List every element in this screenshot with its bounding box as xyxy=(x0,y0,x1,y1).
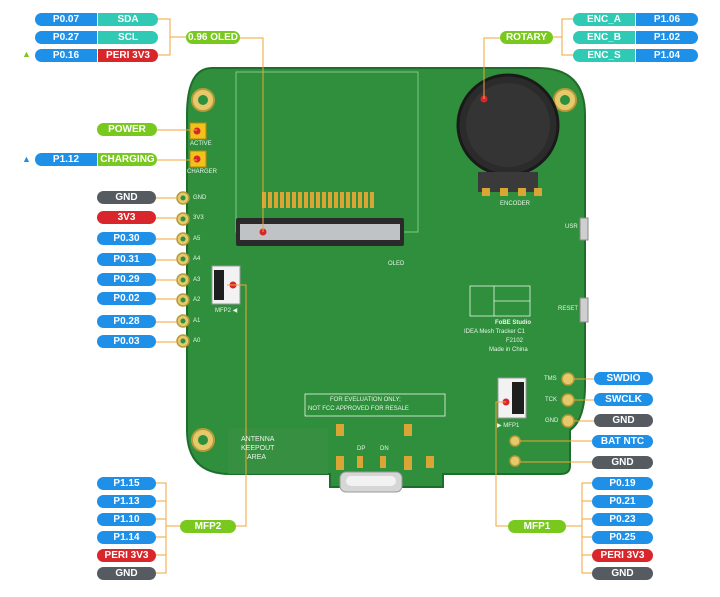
gnd-label: GND xyxy=(594,414,653,427)
func-label: SDA xyxy=(98,13,158,26)
silk-encoder: ENCODER xyxy=(500,201,531,207)
mfp2-pin: P1.10 xyxy=(97,513,156,526)
silk-brand: FoBE Studio xyxy=(495,320,531,326)
silk-origin: Made in China xyxy=(489,347,528,353)
func-label: ENC_B xyxy=(573,31,635,44)
silk-antenna-3: AREA xyxy=(247,454,267,461)
gnd-label: GND xyxy=(592,456,653,469)
mfp1-label: MFP1 xyxy=(508,520,566,533)
silk-header-pin: A0 xyxy=(193,338,201,344)
header-pin-label: P0.03 xyxy=(97,335,156,348)
mfp1-pin: GND xyxy=(592,567,653,580)
silk-header-pin: GND xyxy=(193,195,207,201)
silk-oled: OLED xyxy=(388,261,405,267)
header-pin-label: P0.02 xyxy=(97,292,156,305)
silk-notice-1: FOR EVELUATION ONLY; xyxy=(330,397,401,403)
mfp1-pin: P0.21 xyxy=(592,495,653,508)
swdio-label: SWDIO xyxy=(594,372,653,385)
pin-label: P1.04 xyxy=(636,49,698,62)
pin-label: P0.07 xyxy=(35,13,97,26)
pin-label: P1.06 xyxy=(636,13,698,26)
silk-gnd: GND xyxy=(545,418,559,424)
silk-header-pin: 3V3 xyxy=(193,215,204,221)
mfp2-pin: P1.13 xyxy=(97,495,156,508)
silk-tms: TMS xyxy=(544,376,557,382)
header-pin-label: P0.29 xyxy=(97,273,156,286)
header-pin-label: P0.30 xyxy=(97,232,156,245)
silk-active: ACTIVE xyxy=(190,141,212,147)
bat-ntc-label: BAT NTC xyxy=(592,435,653,448)
header-pin-label: 3V3 xyxy=(97,211,156,224)
silk-mfp1: ▶ MFP1 xyxy=(497,423,520,429)
silk-header-pin: A1 xyxy=(193,318,201,324)
swclk-label: SWCLK xyxy=(594,393,653,406)
header-pin-label: P0.28 xyxy=(97,315,156,328)
func-label: ENC_S xyxy=(573,49,635,62)
pin-label: P0.27 xyxy=(35,31,97,44)
silk-antenna-2: KEEPOUT xyxy=(241,445,275,452)
silk-dn: DN xyxy=(380,446,389,452)
rotary-label: ROTARY xyxy=(500,31,553,44)
silk-header-pin: A3 xyxy=(193,277,201,283)
mfp2-pin: P1.15 xyxy=(97,477,156,490)
mfp2-pin: PERI 3V3 xyxy=(97,549,156,562)
pin-label: P1.12 xyxy=(35,153,97,166)
pin-label: P1.02 xyxy=(636,31,698,44)
power-label: POWER xyxy=(97,123,157,136)
func-label: PERI 3V3 xyxy=(98,49,158,62)
fpc-pads xyxy=(262,192,374,208)
mfp1-pin: PERI 3V3 xyxy=(592,549,653,562)
usr-button xyxy=(579,217,589,241)
reset-button xyxy=(579,297,589,323)
silk-header-pin: A4 xyxy=(193,256,201,262)
silk-charger: CHARGER xyxy=(187,169,218,175)
silk-header-pin: A2 xyxy=(193,297,201,303)
mfp1-pin: P0.19 xyxy=(592,477,653,490)
triangle-up-icon: ▲ xyxy=(22,154,31,164)
silk-mfp2: MFP2 ◀ xyxy=(215,308,238,314)
header-pin-label: P0.31 xyxy=(97,253,156,266)
silk-notice-2: NOT FCC APPROVED FOR RESALE xyxy=(308,406,409,412)
silk-header-pin: A5 xyxy=(193,236,201,242)
silk-reset: RESET xyxy=(558,306,579,312)
mfp2-pin: GND xyxy=(97,567,156,580)
silk-dp: DP xyxy=(357,446,366,452)
silk-tck: TCK xyxy=(545,397,557,403)
mfp2-pin: P1.14 xyxy=(97,531,156,544)
triangle-up-icon: ▲ xyxy=(22,49,31,59)
func-label: SCL xyxy=(98,31,158,44)
mfp1-pin: P0.25 xyxy=(592,531,653,544)
charging-label: CHARGING xyxy=(98,153,157,166)
header-pin-label: GND xyxy=(97,191,156,204)
mfp1-pin: P0.23 xyxy=(592,513,653,526)
silk-antenna-1: ANTENNA xyxy=(241,436,275,443)
silk-model: IDEA Mesh Tracker C1 xyxy=(464,329,526,335)
func-label: ENC_A xyxy=(573,13,635,26)
antenna-keepout xyxy=(228,428,328,474)
silk-usr: USR xyxy=(565,224,578,230)
silk-code: F2102 xyxy=(506,338,524,344)
oled-label: 0.96 OLED xyxy=(186,31,240,44)
mfp2-label: MFP2 xyxy=(180,520,236,533)
pin-label: P0.16 xyxy=(35,49,97,62)
